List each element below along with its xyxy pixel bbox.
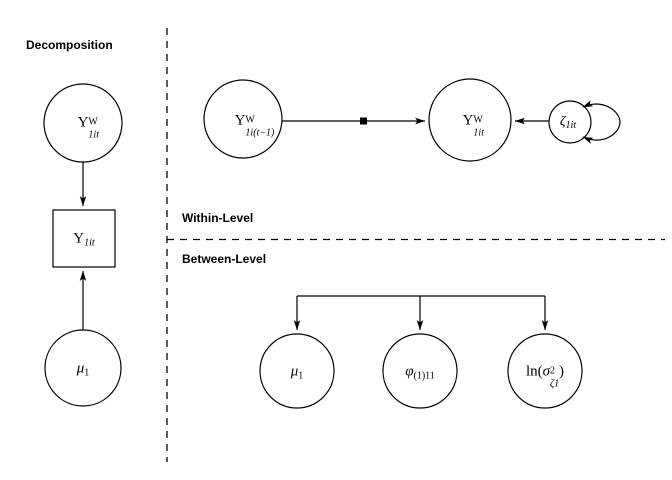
node-between-mean [259, 333, 335, 409]
node-observed-indicator [52, 209, 116, 268]
node-between-log-residual-variance [507, 333, 583, 409]
within-level-label: Within-Level [182, 211, 254, 225]
residual-variance-loop [582, 100, 621, 144]
random-slope-dot [360, 117, 367, 125]
node-lagged-latent [203, 79, 283, 159]
node-residual [548, 100, 592, 144]
decomposition-title: Decomposition [26, 38, 113, 52]
node-between-ar-coefficient [382, 333, 458, 409]
node-latent-within-decomposition [43, 83, 123, 163]
node-mean-decomposition [44, 329, 122, 407]
between-level-label: Between-Level [182, 252, 267, 266]
node-current-latent [428, 78, 512, 162]
